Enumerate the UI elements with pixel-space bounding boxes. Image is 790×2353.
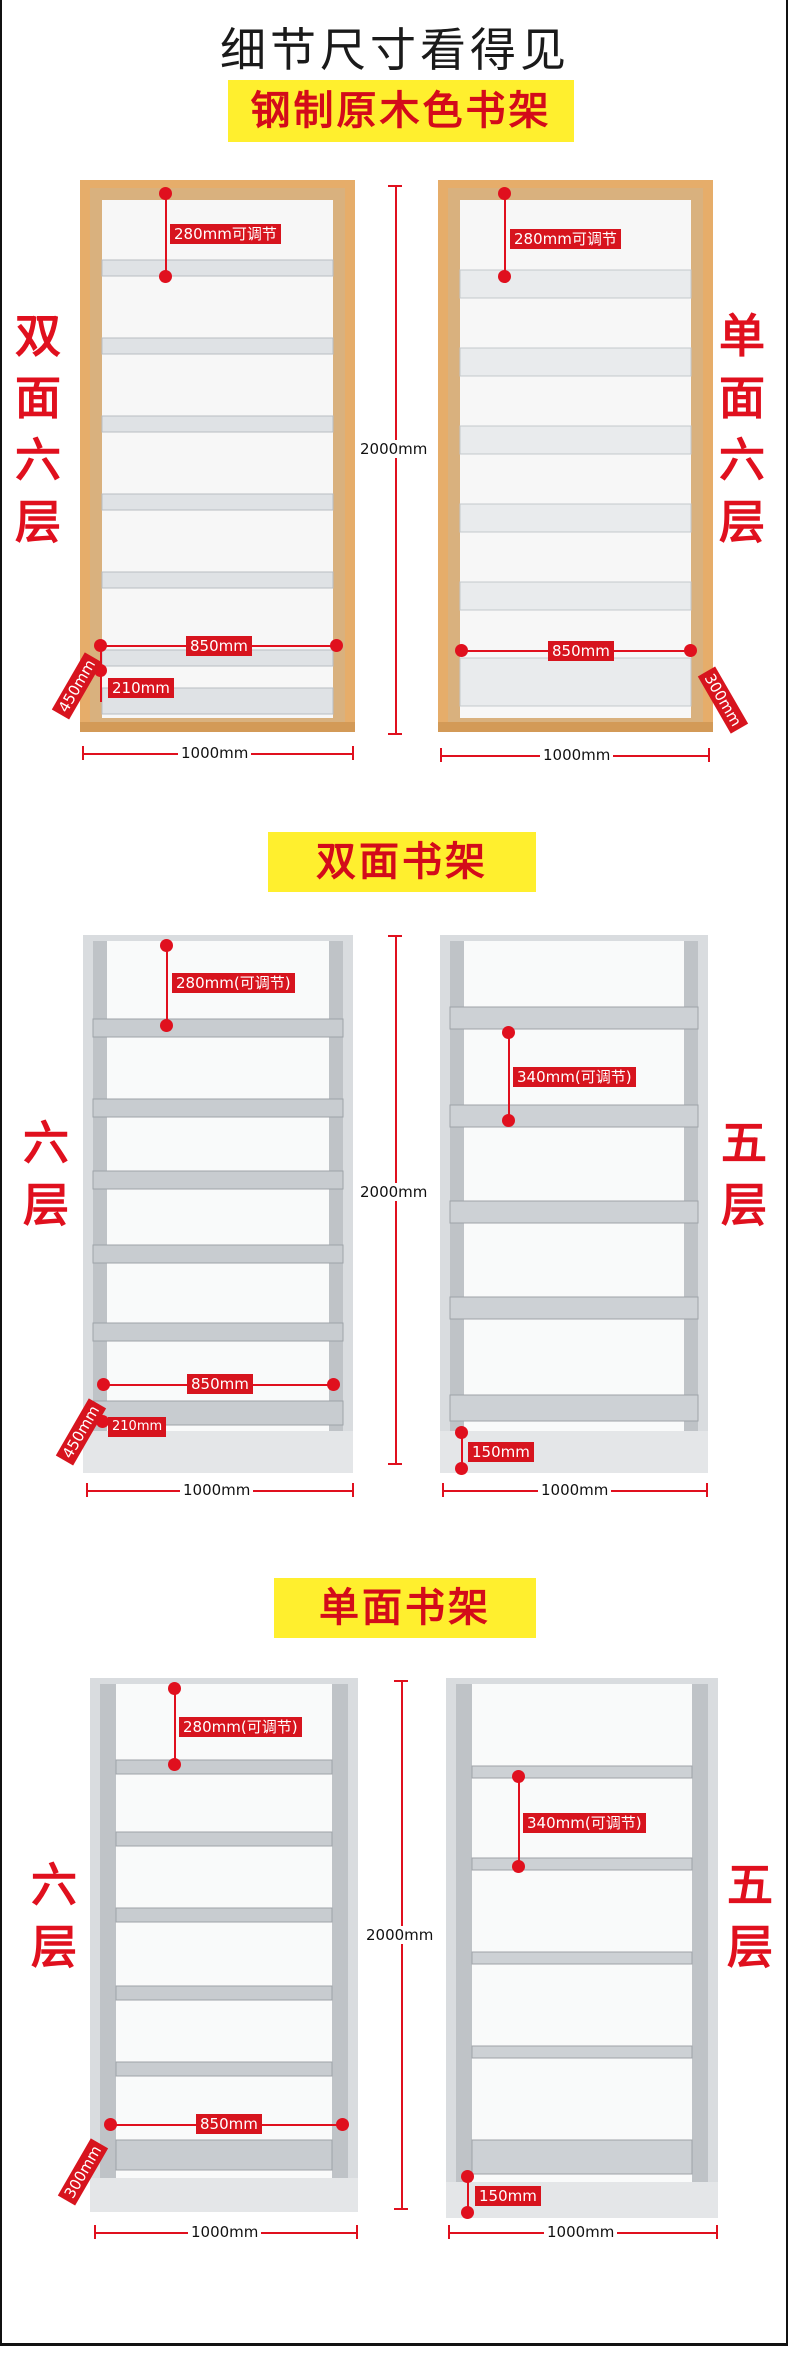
label-height: 2000mm [357, 440, 431, 458]
label-height: 2000mm [357, 1183, 431, 1201]
banner-single-shelf: 单面书架 [274, 1578, 536, 1638]
label-adjust: 340mm(可调节) [523, 1813, 646, 1833]
dim-line-adjust-left [166, 945, 168, 1025]
dim-dot [498, 270, 511, 283]
banner-double-shelf: 双面书架 [268, 832, 536, 892]
label-width: 1000mm [544, 2223, 618, 2241]
steel-shelf-single [440, 935, 708, 1473]
label-height: 2000mm [363, 1926, 437, 1944]
dim-line-adjust-right [508, 1032, 510, 1120]
label-adjust: 340mm(可调节) [513, 1067, 636, 1087]
label-adjust: 280mm(可调节) [179, 1717, 302, 1737]
dim-line-adjust-right [504, 193, 506, 276]
dim-dot [455, 1462, 468, 1475]
dim-dot [327, 1378, 340, 1391]
dim-tick [706, 1483, 708, 1497]
dim-line-adjust-left [174, 1688, 176, 1764]
dim-tick [388, 185, 402, 187]
label-width: 1000mm [540, 746, 614, 764]
dim-tick [394, 1680, 408, 1682]
label-base: 210mm [108, 1417, 167, 1437]
dim-tick [356, 2225, 358, 2239]
label-adjust: 280mm可调节 [170, 224, 281, 244]
label-five: 五层 [727, 1858, 773, 1974]
dim-tick [716, 2225, 718, 2239]
dim-tick [440, 748, 442, 762]
label-width: 1000mm [188, 2223, 262, 2241]
label-inner-width: 850mm [187, 1374, 253, 1394]
label-width: 1000mm [178, 744, 252, 762]
label-adjust: 280mm(可调节) [172, 973, 295, 993]
dim-dot [330, 639, 343, 652]
dim-dot [684, 644, 697, 657]
steel-shelf-single-six [90, 1678, 358, 2212]
steel-shelf-single-five [446, 1678, 718, 2218]
dim-dot [461, 2206, 474, 2219]
dim-dot [160, 1019, 173, 1032]
dim-line-height [401, 1680, 403, 2210]
page-title: 细节尺寸看得见 [220, 23, 570, 77]
dim-tick [388, 1463, 402, 1465]
dim-line-base [467, 2174, 469, 2214]
dim-dot [502, 1026, 515, 1039]
dim-tick [352, 746, 354, 760]
dim-line-base [461, 1430, 463, 1470]
dim-line-adjust-left [165, 193, 167, 276]
dim-dot [160, 939, 173, 952]
dim-dot [97, 1378, 110, 1391]
dim-tick [394, 2208, 408, 2210]
dim-dot [455, 1426, 468, 1439]
label-inner-width: 850mm [548, 641, 614, 661]
dim-dot [512, 1770, 525, 1783]
dim-tick [352, 1483, 354, 1497]
label-six: 六层 [23, 1116, 69, 1232]
dim-dot [461, 2170, 474, 2183]
label-six: 六层 [31, 1858, 77, 1974]
label-base: 210mm [108, 678, 174, 698]
label-width: 1000mm [180, 1481, 254, 1499]
dim-tick [442, 1483, 444, 1497]
dim-dot [498, 187, 511, 200]
label-inner-width: 850mm [186, 636, 252, 656]
wood-shelf-single [438, 180, 713, 732]
banner-wood-shelf: 钢制原木色书架 [228, 80, 574, 142]
dim-line-adjust-right [518, 1776, 520, 1866]
dim-dot [502, 1114, 515, 1127]
dim-tick [86, 1483, 88, 1497]
dim-tick [94, 2225, 96, 2239]
dim-dot [336, 2118, 349, 2131]
label-base: 150mm [475, 2186, 541, 2206]
label-base: 150mm [468, 1442, 534, 1462]
dim-tick [708, 748, 710, 762]
dim-tick [388, 935, 402, 937]
label-width: 1000mm [538, 1481, 612, 1499]
dim-dot [159, 270, 172, 283]
label-single-six: 单面六层 [719, 309, 765, 549]
dim-tick [448, 2225, 450, 2239]
dim-dot [455, 644, 468, 657]
label-double-six: 双面六层 [15, 309, 61, 549]
dim-tick [388, 733, 402, 735]
dim-dot [104, 2118, 117, 2131]
dim-line-height [395, 185, 397, 735]
dim-dot [168, 1758, 181, 1771]
label-five: 五层 [721, 1116, 767, 1232]
wood-shelf-double [80, 180, 355, 732]
label-adjust: 280mm可调节 [510, 229, 621, 249]
dim-dot [168, 1682, 181, 1695]
dim-dot [512, 1860, 525, 1873]
label-inner-width: 850mm [196, 2114, 262, 2134]
dim-tick [82, 746, 84, 760]
dim-dot [159, 187, 172, 200]
dim-dot [94, 639, 107, 652]
